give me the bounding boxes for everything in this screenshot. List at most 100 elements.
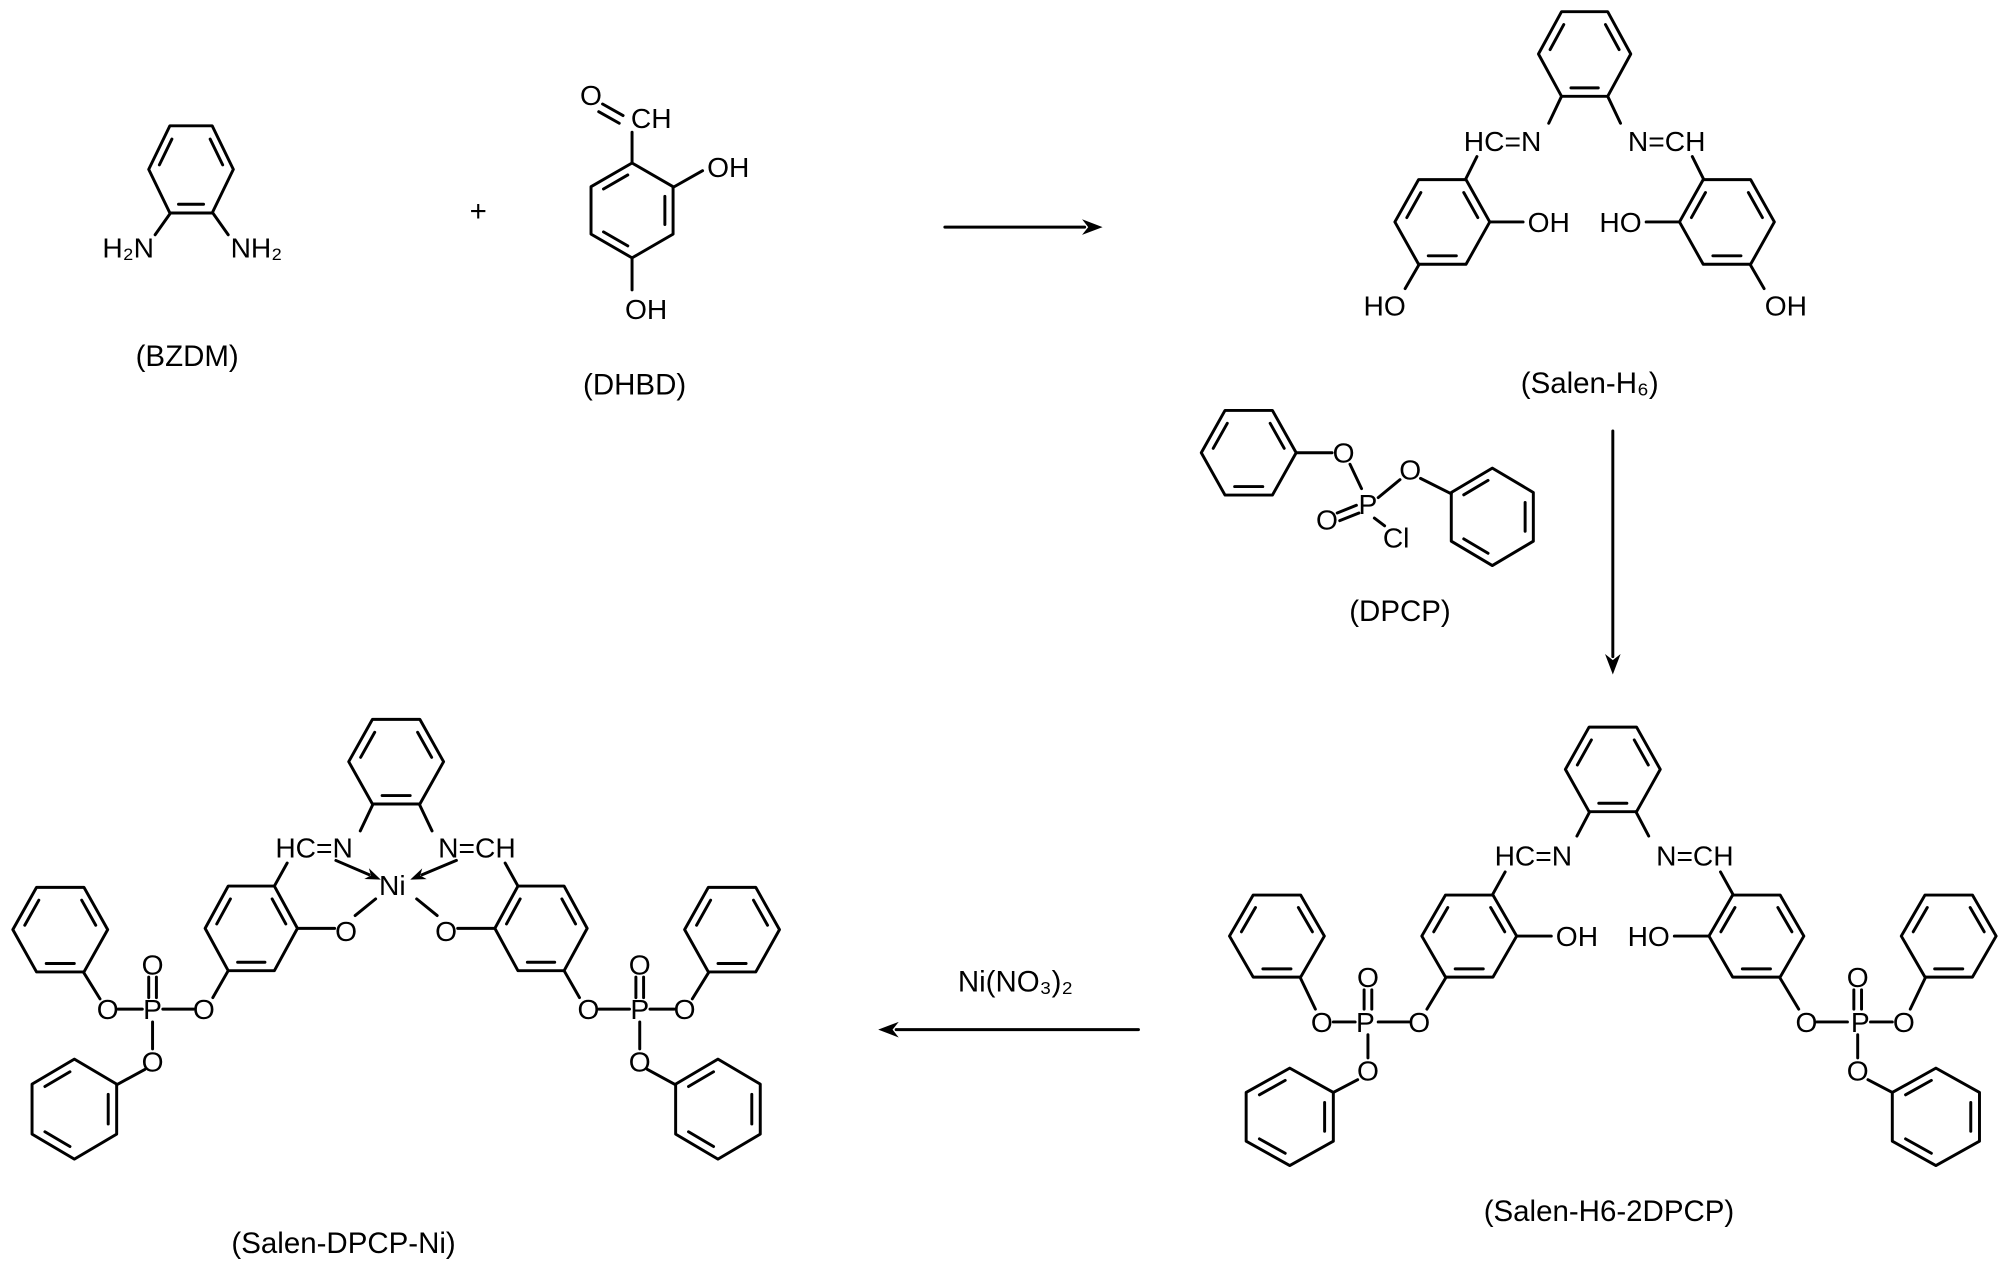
bond bbox=[153, 211, 172, 237]
phenyl-ring bbox=[11, 885, 110, 974]
bond bbox=[1331, 1078, 1360, 1094]
inner-double-bond bbox=[695, 898, 713, 927]
bond bbox=[1298, 975, 1317, 1011]
atom-label: N=CH bbox=[438, 832, 516, 864]
atom-label: OH bbox=[625, 293, 667, 325]
bond bbox=[1403, 262, 1421, 291]
atom-label: P bbox=[143, 993, 162, 1025]
arrowhead-icon bbox=[364, 868, 381, 880]
phenyl-ring bbox=[1449, 466, 1535, 568]
inner-double-bond bbox=[1632, 738, 1650, 767]
atom-label: O bbox=[142, 948, 164, 980]
bond bbox=[503, 861, 520, 888]
phenyl-ring bbox=[1199, 408, 1298, 497]
inner-double-bond bbox=[1239, 906, 1257, 934]
atom-label: O bbox=[577, 993, 599, 1025]
bond bbox=[211, 211, 230, 237]
inner-double-bond bbox=[80, 898, 98, 927]
inner-double-bond bbox=[1604, 23, 1621, 52]
compound-name: (BZDM) bbox=[136, 340, 239, 373]
ring-outline bbox=[1449, 466, 1535, 568]
atom-label: Cl bbox=[1383, 521, 1410, 553]
phenyl-ring bbox=[1899, 893, 1998, 979]
atom-label: N=CH bbox=[1628, 125, 1706, 157]
ring-outline bbox=[11, 885, 110, 974]
bond bbox=[1348, 462, 1364, 491]
ring-outline bbox=[1199, 408, 1298, 497]
bond bbox=[1376, 478, 1402, 500]
inner-double-bond bbox=[416, 730, 434, 759]
central-ring bbox=[1536, 10, 1633, 98]
reaction-arrow-condensation bbox=[943, 219, 1103, 235]
phenol-ring bbox=[1420, 893, 1519, 979]
atom-label: O bbox=[629, 948, 651, 980]
atom-label: P bbox=[1851, 1006, 1870, 1038]
atom-label: O bbox=[1357, 961, 1379, 993]
bond bbox=[358, 802, 375, 833]
arrowhead-icon bbox=[410, 868, 427, 880]
inner-double-bond bbox=[602, 230, 630, 248]
bond bbox=[1690, 155, 1706, 182]
ring-outline bbox=[203, 884, 299, 973]
coordination-arrow bbox=[334, 858, 381, 880]
arrow-shaft bbox=[420, 858, 458, 877]
ring-outline bbox=[1890, 1066, 1981, 1168]
bond bbox=[272, 861, 289, 888]
arrowhead-icon bbox=[1082, 219, 1103, 235]
atom-label: P bbox=[1359, 488, 1378, 520]
bond bbox=[81, 970, 102, 1001]
bond bbox=[1575, 810, 1592, 838]
atom-label: CH bbox=[631, 102, 672, 134]
atom-label: P bbox=[1356, 1006, 1375, 1038]
atom-label: O bbox=[1795, 1006, 1817, 1038]
ring-outline bbox=[1563, 725, 1662, 814]
atom-label: O bbox=[1333, 437, 1355, 469]
phenyl-ring bbox=[674, 1057, 762, 1161]
reaction-arrow-phosphorylation bbox=[1605, 429, 1621, 675]
inner-double-bond bbox=[1489, 906, 1507, 934]
atom-label: HC=N bbox=[275, 832, 353, 864]
atom-label: O bbox=[1357, 1055, 1379, 1087]
ring-outline bbox=[147, 124, 235, 215]
ring-outline bbox=[1244, 1066, 1335, 1168]
bond bbox=[1634, 810, 1651, 838]
atom-label: O bbox=[193, 993, 215, 1025]
ring-outline bbox=[674, 1057, 762, 1161]
bond bbox=[1778, 975, 1801, 1011]
inner-double-bond bbox=[505, 897, 522, 926]
atom-label: HO bbox=[1599, 206, 1641, 238]
inner-double-bond bbox=[602, 173, 630, 191]
ring-outline bbox=[347, 717, 446, 806]
atom-label: O bbox=[97, 993, 119, 1025]
ring-outline bbox=[1228, 893, 1326, 979]
inner-double-bond bbox=[560, 897, 578, 926]
phenol-ring bbox=[1393, 178, 1492, 266]
double-bond bbox=[1338, 511, 1361, 523]
atom-label: O bbox=[1847, 1055, 1869, 1087]
bond bbox=[1547, 94, 1564, 125]
ring-outline bbox=[1393, 178, 1492, 266]
double-bond bbox=[1335, 503, 1358, 515]
inner-double-bond bbox=[1904, 1137, 1933, 1155]
bond bbox=[115, 1067, 147, 1087]
bond bbox=[1866, 1078, 1894, 1094]
atom-label: O bbox=[335, 915, 357, 947]
ring-outline bbox=[1420, 893, 1519, 979]
atom-label: O bbox=[435, 915, 457, 947]
bond bbox=[1748, 262, 1766, 291]
inner-double-bond bbox=[687, 1070, 716, 1089]
phenol-ring bbox=[1707, 893, 1806, 979]
compound-name: (DPCP) bbox=[1349, 595, 1451, 628]
atom-label: O bbox=[1311, 1006, 1333, 1038]
bond bbox=[415, 897, 439, 918]
inner-double-bond bbox=[270, 897, 288, 926]
atom-label: O bbox=[1847, 961, 1869, 993]
inner-double-bond bbox=[1462, 478, 1490, 497]
inner-double-bond bbox=[1911, 906, 1929, 934]
phenyl-ring bbox=[683, 885, 781, 974]
inner-double-bond bbox=[1432, 906, 1450, 934]
bond bbox=[562, 969, 581, 1000]
